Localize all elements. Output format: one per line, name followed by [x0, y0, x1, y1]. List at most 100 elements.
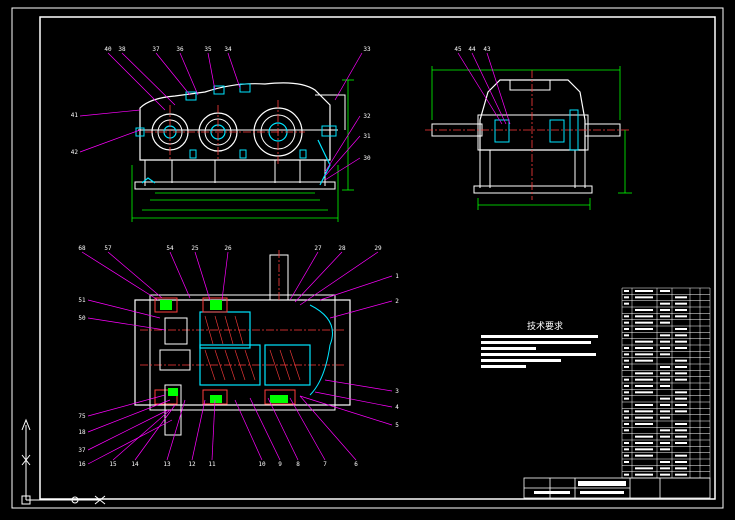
- leader-line: [121, 52, 176, 106]
- bom-cell-mark: [635, 309, 653, 311]
- bom-cell-mark: [624, 296, 629, 299]
- bom-cell-mark: [635, 435, 653, 438]
- part-label-32: 32: [363, 113, 371, 120]
- bom-cell-mark: [675, 309, 687, 311]
- part-label-33: 33: [363, 46, 371, 53]
- bom-cell-mark: [660, 378, 670, 381]
- leader-line: [227, 52, 241, 89]
- bom-cell-mark: [675, 340, 687, 343]
- bom-cell-mark: [624, 423, 629, 425]
- bom-cell-mark: [624, 328, 629, 330]
- leader-line: [79, 109, 141, 117]
- bom-cell-mark: [635, 328, 653, 330]
- part-label-31: 31: [363, 133, 371, 140]
- bom-cell-mark: [624, 454, 629, 457]
- bom-cell-mark: [624, 473, 629, 476]
- leader-line: [87, 419, 173, 465]
- leader-line: [319, 275, 393, 301]
- title-block: [523, 477, 711, 499]
- leader-line: [324, 115, 361, 173]
- part-label-11: 11: [208, 461, 216, 468]
- part-label-34: 34: [224, 46, 232, 53]
- bom-cell-mark: [635, 347, 653, 349]
- part-label-41: 41: [71, 112, 79, 119]
- bom-cell-mark: [635, 448, 653, 451]
- bom-cell-mark: [635, 473, 653, 476]
- part-label-42: 42: [71, 149, 79, 156]
- part-label-8: 8: [296, 461, 300, 468]
- bom-cell-mark: [624, 442, 629, 444]
- bom-cell-mark: [675, 302, 687, 305]
- bom-cell-mark: [624, 347, 629, 349]
- part-label-44: 44: [468, 46, 476, 53]
- part-label-4: 4: [395, 404, 399, 411]
- bom-cell-mark: [624, 290, 629, 292]
- leader-line: [324, 135, 361, 177]
- part-label-7: 7: [323, 461, 327, 468]
- bom-cell-mark: [660, 385, 670, 387]
- bom-cell-mark: [675, 366, 687, 368]
- part-label-26: 26: [224, 245, 232, 252]
- leader-line: [329, 300, 393, 319]
- sheet-outer-border: [11, 7, 724, 509]
- part-label-35: 35: [204, 46, 212, 53]
- bom-cell-mark: [660, 315, 670, 318]
- bom-cell-mark: [624, 429, 629, 432]
- bom-cell-mark: [624, 416, 629, 419]
- part-label-37: 37: [78, 447, 86, 454]
- bom-cell-mark: [660, 366, 670, 368]
- bom-cell-mark: [635, 467, 653, 470]
- part-label-10: 10: [258, 461, 266, 468]
- leader-line: [87, 399, 171, 433]
- bom-cell-mark: [675, 372, 687, 375]
- leader-line: [324, 157, 361, 181]
- bom-cell-mark: [624, 315, 629, 318]
- leader-line: [87, 409, 169, 451]
- bom-cell-mark: [635, 385, 653, 387]
- leader-line: [486, 52, 511, 125]
- leader-line: [112, 409, 171, 461]
- bom-cell-mark: [660, 461, 670, 463]
- bom-cell-mark: [660, 397, 670, 400]
- part-label-6: 6: [354, 461, 358, 468]
- bom-cell-mark: [635, 378, 653, 381]
- bom-cell-mark: [624, 378, 629, 381]
- bom-cell-mark: [624, 302, 629, 305]
- part-label-40: 40: [104, 46, 112, 53]
- bom-cell-mark: [624, 353, 629, 356]
- bom-cell-mark: [635, 340, 653, 343]
- leader-line: [299, 251, 379, 306]
- bom-cell-mark: [675, 378, 687, 381]
- plan-view: [134, 250, 351, 436]
- bom-cell-mark: [675, 467, 687, 470]
- leader-line: [471, 52, 507, 125]
- bom-cell-mark: [635, 423, 653, 425]
- leader-line: [221, 251, 229, 301]
- leader-line: [211, 399, 216, 461]
- part-label-18: 18: [78, 429, 86, 436]
- part-label-45: 45: [454, 46, 462, 53]
- bom-cell-mark: [675, 435, 687, 438]
- leader-line: [107, 52, 166, 111]
- bom-cell-mark: [635, 442, 653, 444]
- leader-line: [155, 52, 191, 96]
- bom-cell-mark: [660, 372, 670, 375]
- bom-cell-mark: [660, 353, 670, 356]
- bom-cell-mark: [624, 391, 629, 394]
- bom-cell-mark: [675, 391, 687, 394]
- bom-cell-mark: [624, 334, 629, 337]
- bom-cell-mark: [624, 397, 629, 400]
- leader-line: [107, 251, 163, 299]
- part-label-57: 57: [104, 245, 112, 252]
- bom-cell-mark: [675, 423, 687, 425]
- leader-line: [289, 251, 319, 301]
- part-label-13: 13: [163, 461, 171, 468]
- ucs-axis-icon: [21, 418, 106, 505]
- bom-cell-mark: [675, 429, 687, 432]
- bom-cell-mark: [675, 328, 687, 330]
- bom-cell-mark: [675, 454, 687, 457]
- leader-line: [79, 129, 141, 153]
- leader-line: [334, 52, 363, 101]
